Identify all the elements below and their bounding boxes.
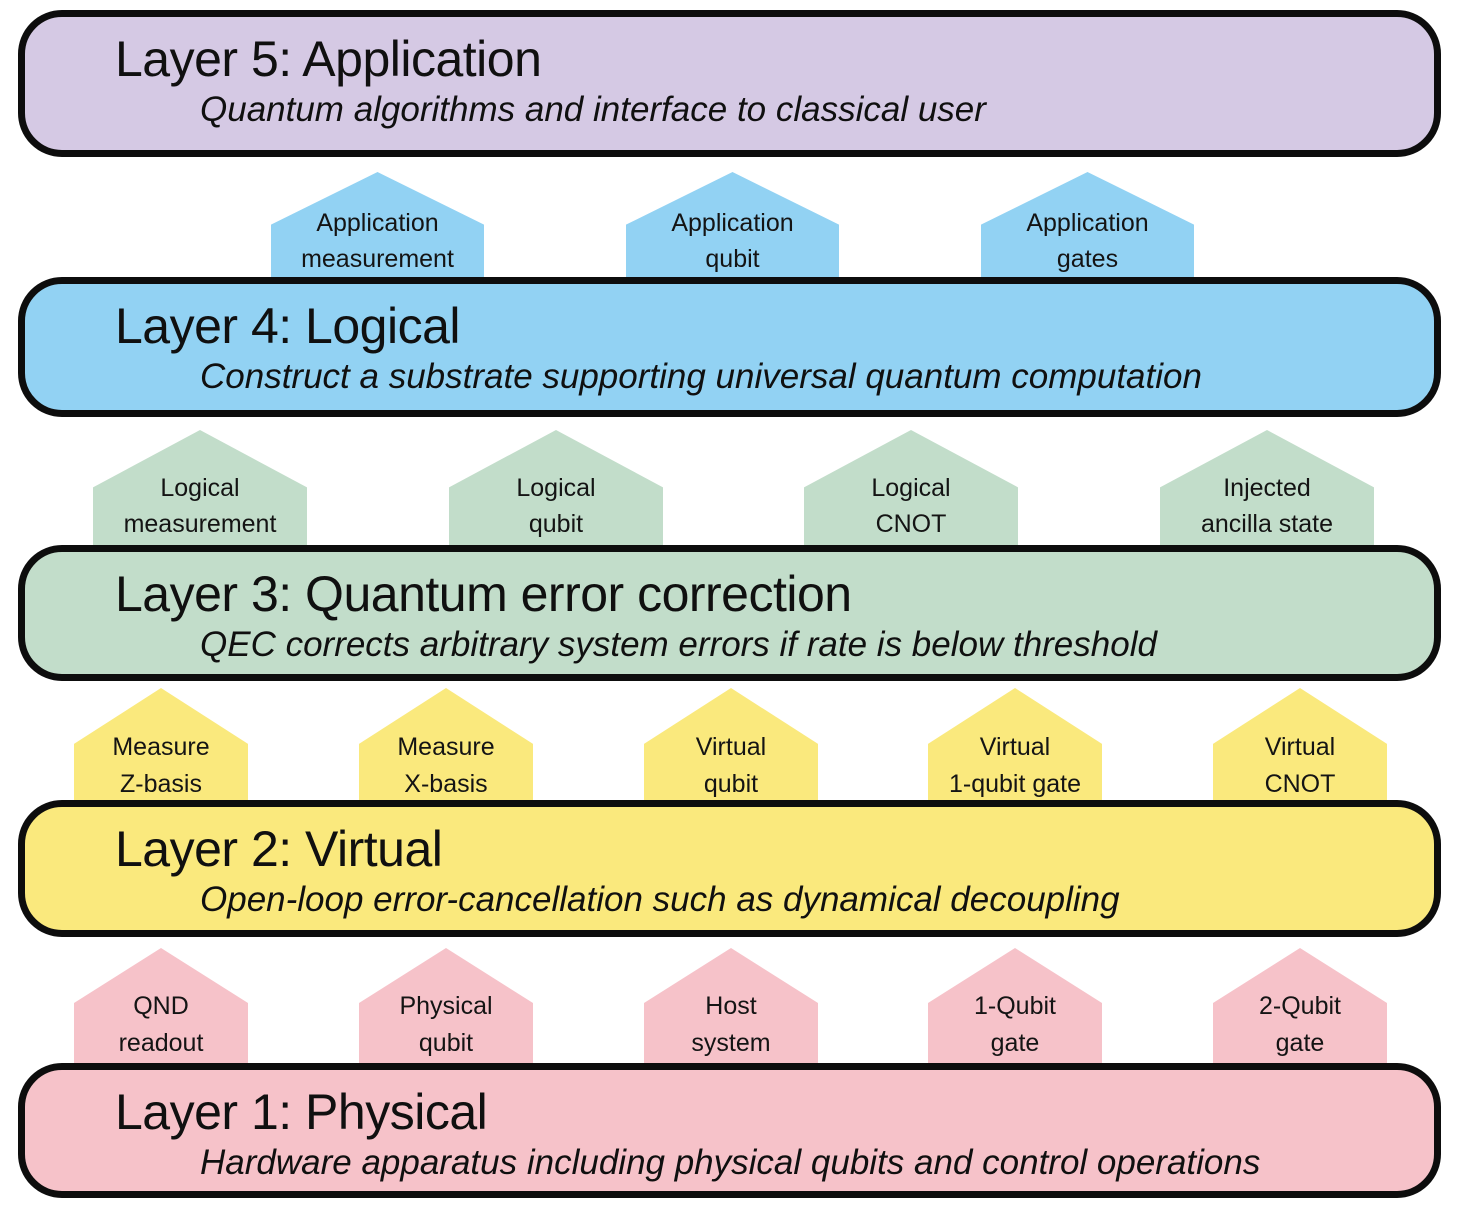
arrow-logical-qubit-label: Logical qubit [516,473,596,538]
arrow-measure-z-basis: Measure Z-basis [74,688,248,807]
layer-3-subtitle: QEC corrects arbitrary system errors if … [200,625,1157,664]
layer-5-title: Layer 5: Application [115,31,542,87]
arrow-logical-measurement: Logical measurement [93,430,307,552]
arrow-virtual-qubit: Virtual qubit [644,688,818,807]
arrow-row-logical-to-application: Application measurement Application qubi… [0,172,1459,284]
arrow-logical-cnot-label: Logical CNOT [871,473,951,538]
arrow-row-virtual-to-qec: Measure Z-basis Measure X-basis Virtual … [0,688,1459,807]
arrow-qnd-readout: QND readout [74,948,248,1065]
layer-5-application-box: Layer 5: Application Quantum algorithms … [18,10,1441,157]
arrow-qnd-readout-label: QND readout [118,992,204,1057]
layer-2-subtitle: Open-loop error-cancellation such as dyn… [200,880,1120,919]
arrow-physical-qubit: Physical qubit [359,948,533,1065]
arrow-injected-ancilla-state-label: Injected ancilla state [1200,473,1334,538]
arrow-logical-cnot: Logical CNOT [804,430,1018,552]
layer-1-title: Layer 1: Physical [115,1084,488,1140]
arrow-1-qubit-gate-label: 1-Qubit gate [974,992,1056,1057]
arrow-virtual-cnot: Virtual CNOT [1213,688,1387,807]
arrow-measure-x-basis: Measure X-basis [359,688,533,807]
layer-2-title: Layer 2: Virtual [115,821,443,877]
arrow-1-qubit-gate: 1-Qubit gate [928,948,1102,1065]
layer-3-qec-box: Layer 3: Quantum error correction QEC co… [18,545,1441,681]
layer-4-subtitle: Construct a substrate supporting univers… [200,357,1202,396]
arrow-measure-x-basis-label: Measure X-basis [397,733,495,798]
arrow-row-physical-to-virtual: QND readout Physical qubit Host system 1… [0,948,1459,1065]
layer-4-title: Layer 4: Logical [115,298,461,354]
arrow-host-system: Host system [644,948,818,1065]
arrow-logical-qubit: Logical qubit [449,430,663,552]
layer-5-subtitle: Quantum algorithms and interface to clas… [200,90,986,129]
layer-1-physical-box: Layer 1: Physical Hardware apparatus inc… [18,1063,1441,1198]
arrow-measure-z-basis-label: Measure Z-basis [112,733,210,798]
arrow-virtual-1-qubit-gate-label: Virtual 1-qubit gate [948,733,1082,798]
arrow-host-system-label: Host system [691,992,771,1057]
arrow-logical-measurement-label: Logical measurement [123,473,277,538]
arrow-application-measurement-label: Application measurement [301,208,454,273]
arrow-application-gates-label: Application gates [1026,208,1149,273]
arrow-2-qubit-gate: 2-Qubit gate [1213,948,1387,1065]
arrow-application-gates: Application gates [981,172,1194,284]
layer-1-subtitle: Hardware apparatus including physical qu… [200,1143,1261,1182]
arrow-2-qubit-gate-label: 2-Qubit gate [1259,992,1341,1057]
arrow-virtual-1-qubit-gate: Virtual 1-qubit gate [928,688,1102,807]
arrow-application-qubit: Application qubit [626,172,839,284]
layer-2-virtual-box: Layer 2: Virtual Open-loop error-cancell… [18,800,1441,937]
arrow-application-qubit-label: Application qubit [671,208,794,273]
arrow-virtual-qubit-label: Virtual qubit [695,733,767,798]
arrow-row-qec-to-logical: Logical measurement Logical qubit Logica… [0,430,1459,552]
arrow-physical-qubit-label: Physical qubit [399,992,493,1057]
arrow-application-measurement: Application measurement [271,172,484,284]
layer-4-logical-box: Layer 4: Logical Construct a substrate s… [18,277,1441,417]
arrow-injected-ancilla-state: Injected ancilla state [1160,430,1374,552]
arrow-virtual-cnot-label: Virtual CNOT [1264,733,1336,798]
layer-3-title: Layer 3: Quantum error correction [115,566,852,622]
